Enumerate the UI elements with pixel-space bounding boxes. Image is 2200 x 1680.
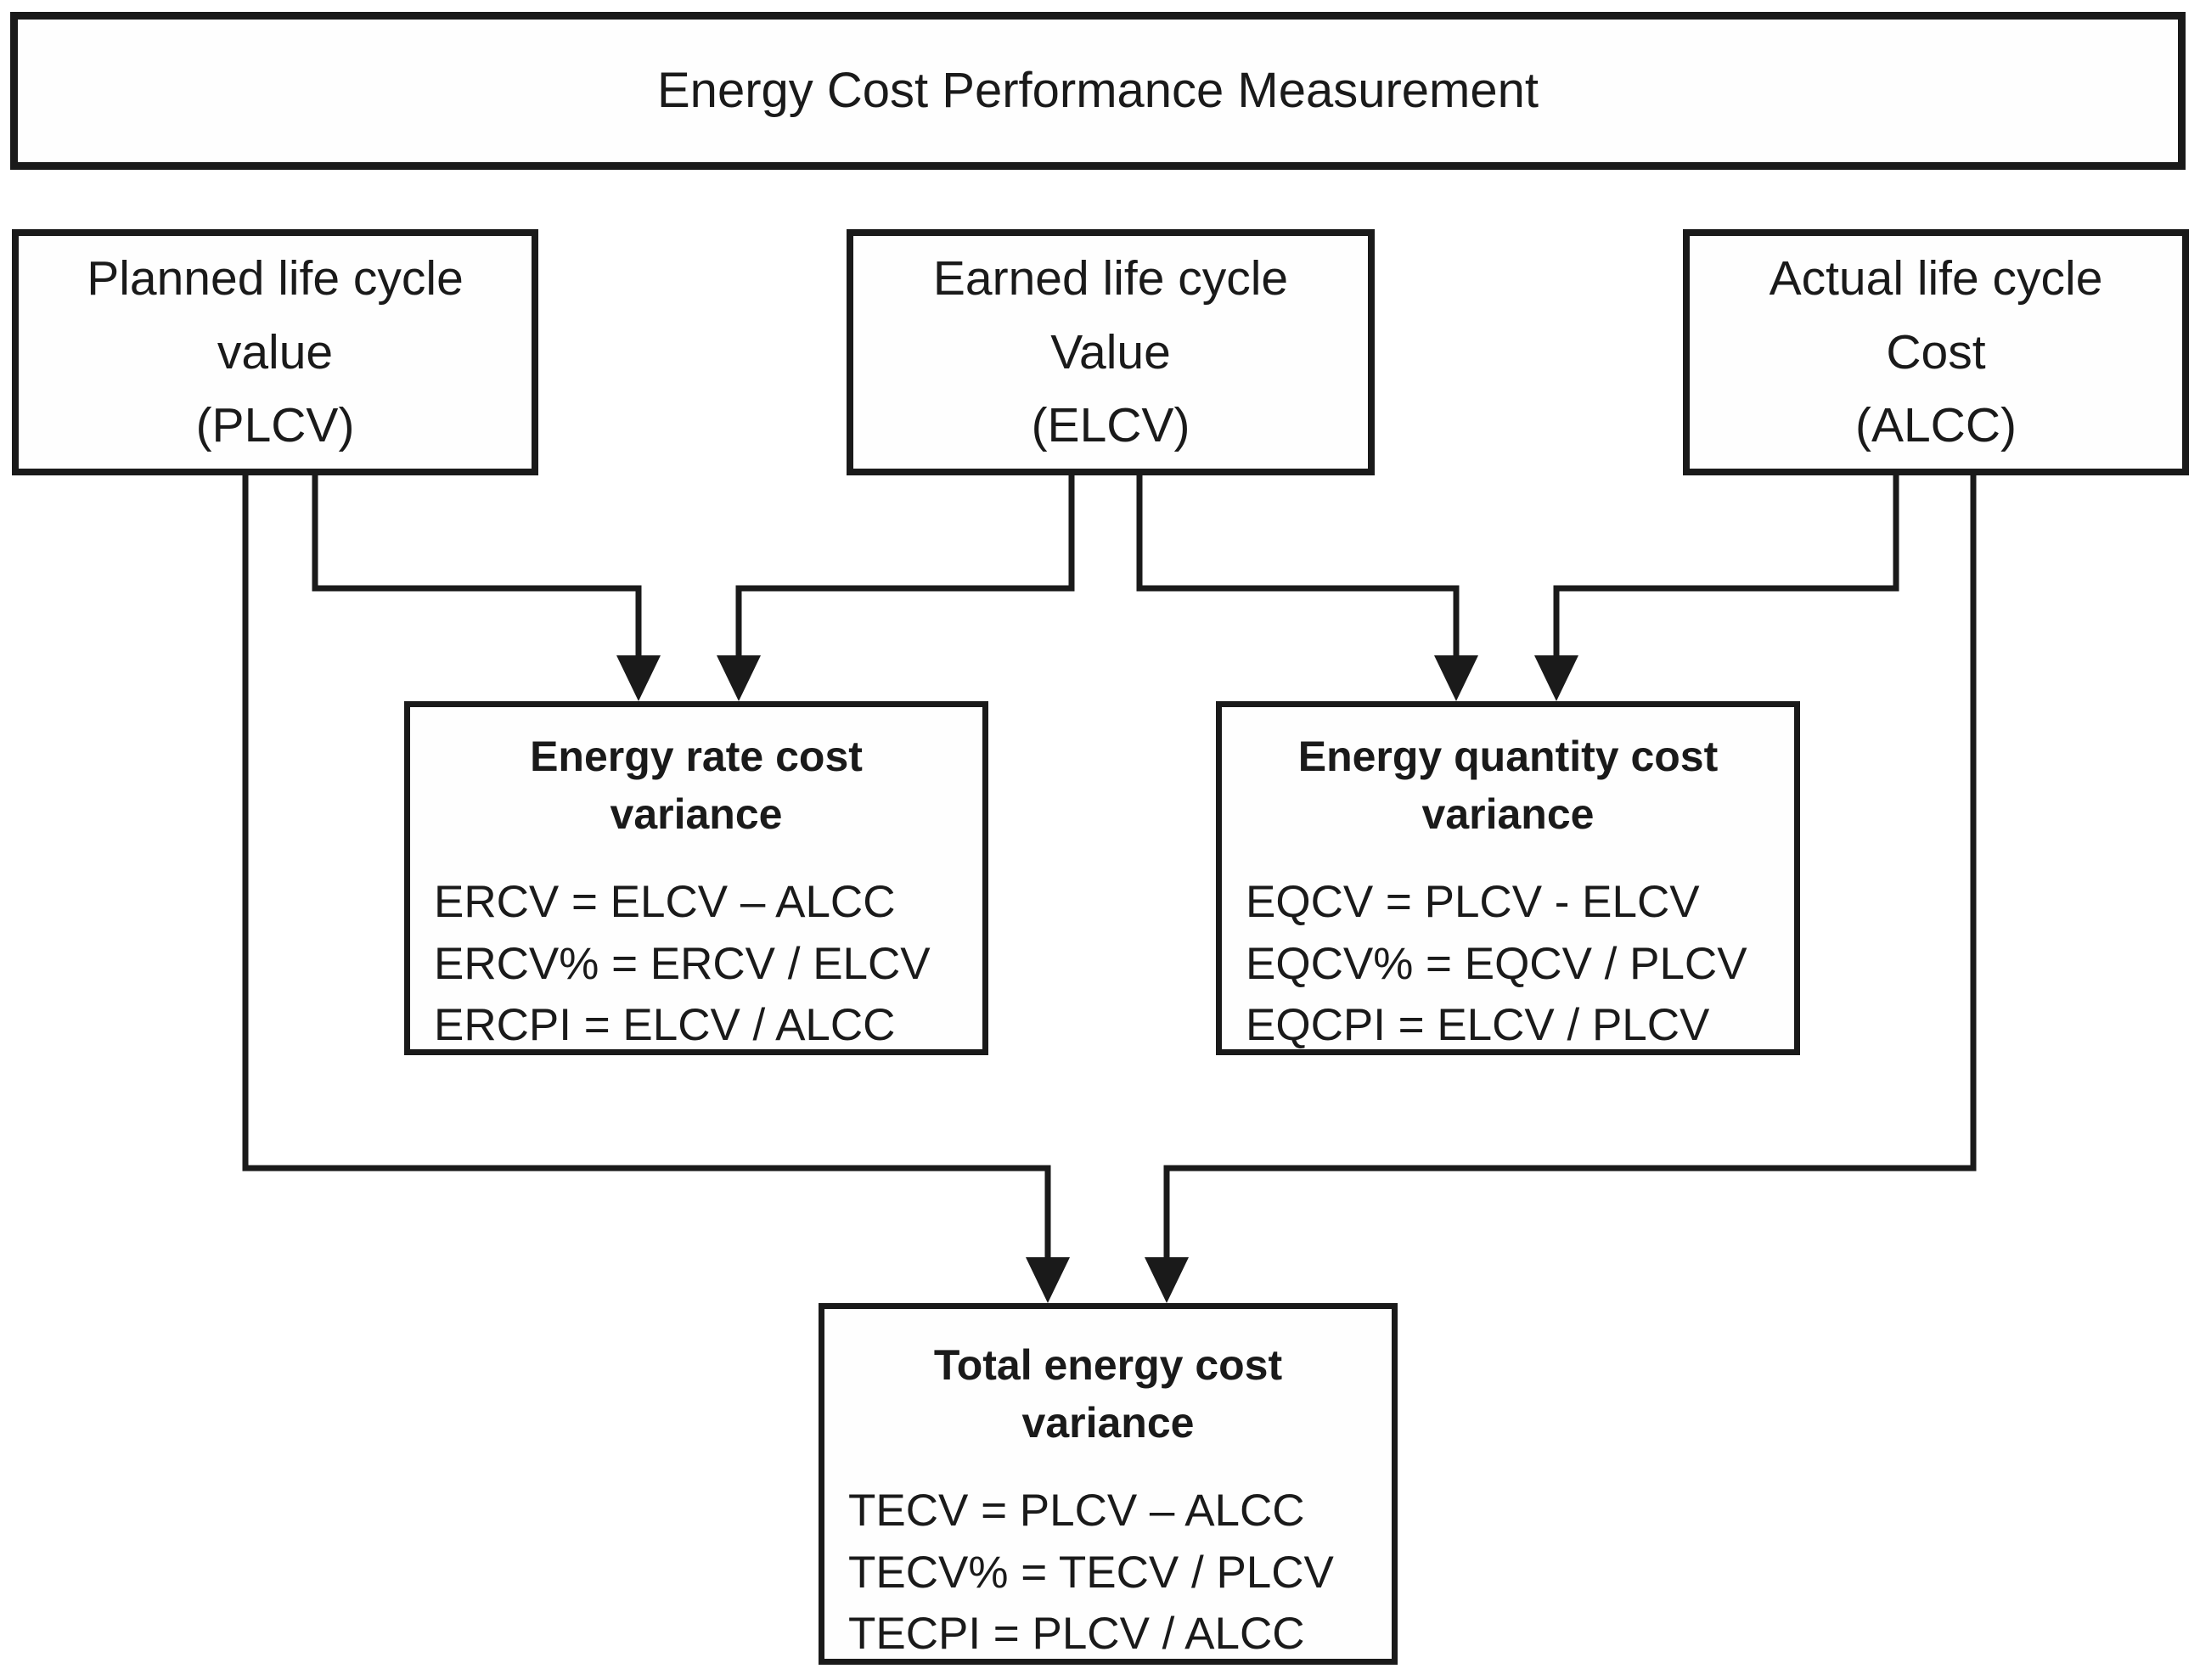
formula-line: EQCPI = ELCV / PLCV <box>1246 1000 1710 1051</box>
node-heading-line: variance <box>610 790 783 838</box>
arrowhead-plcv-to-total <box>1026 1257 1070 1303</box>
node-heading-line: Total energy cost <box>933 1341 1283 1389</box>
formula-list: TECV = PLCV – ALCC TECV% = TECV / PLCV T… <box>824 1481 1392 1666</box>
node-earned-life-cycle-value: Earned life cycle Value (ELCV) <box>847 229 1375 475</box>
diagram-title-box: Energy Cost Performance Measurement <box>10 12 2186 170</box>
node-total-energy-cost-variance: Total energy cost variance TECV = PLCV –… <box>819 1303 1398 1665</box>
node-heading: Total energy cost variance <box>824 1336 1392 1452</box>
node-label-line: value <box>217 324 334 379</box>
node-label-line: Planned life cycle <box>87 251 464 306</box>
connector-alcc-to-eqcv <box>1553 475 1899 669</box>
connector-plcv-to-total <box>242 475 1051 1271</box>
node-label-line: Value <box>1050 324 1171 379</box>
arrowhead-elcv-to-ercv <box>717 655 761 701</box>
arrowhead-alcc-to-total <box>1145 1257 1189 1303</box>
formula-line: TECV = PLCV – ALCC <box>848 1486 1305 1536</box>
node-heading-line: variance <box>1021 1399 1195 1447</box>
node-abbreviation: (ELCV) <box>1031 398 1190 453</box>
node-heading: Energy quantity cost variance <box>1222 728 1794 843</box>
formula-line: ERCPI = ELCV / ALCC <box>434 1000 896 1051</box>
node-planned-life-cycle-value: Planned life cycle value (PLCV) <box>12 229 538 475</box>
node-label-line: Cost <box>1886 324 1986 379</box>
connector-elcv-to-ercv <box>735 475 1075 669</box>
node-label-line: Actual life cycle <box>1769 251 2103 306</box>
formula-list: ERCV = ELCV – ALCC ERCV% = ERCV / ELCV E… <box>410 872 982 1057</box>
node-energy-rate-cost-variance: Energy rate cost variance ERCV = ELCV – … <box>404 701 988 1055</box>
node-heading: Energy rate cost variance <box>410 728 982 843</box>
node-actual-life-cycle-cost: Actual life cycle Cost (ALCC) <box>1683 229 2189 475</box>
node-abbreviation: (PLCV) <box>195 398 355 453</box>
formula-list: EQCV = PLCV - ELCV EQCV% = EQCV / PLCV E… <box>1222 872 1794 1057</box>
formula-line: TECPI = PLCV / ALCC <box>848 1609 1305 1660</box>
node-label-line: Earned life cycle <box>932 251 1289 306</box>
node-energy-quantity-cost-variance: Energy quantity cost variance EQCV = PLC… <box>1216 701 1800 1055</box>
connector-alcc-to-total <box>1163 475 1977 1271</box>
formula-line: TECV% = TECV / PLCV <box>848 1547 1334 1598</box>
arrowhead-alcc-to-eqcv <box>1534 655 1578 701</box>
node-heading-line: Energy quantity cost <box>1297 733 1719 780</box>
node-abbreviation: (ALCC) <box>1854 398 2017 453</box>
formula-line: EQCV% = EQCV / PLCV <box>1246 938 1747 989</box>
formula-line: EQCV = PLCV - ELCV <box>1246 877 1700 927</box>
diagram-title: Energy Cost Performance Measurement <box>657 63 1539 119</box>
arrowhead-elcv-to-eqcv <box>1434 655 1478 701</box>
connector-plcv-to-ercv <box>312 475 642 669</box>
node-heading-line: Energy rate cost <box>530 733 863 780</box>
formula-line: ERCV% = ERCV / ELCV <box>434 938 931 989</box>
node-heading-line: variance <box>1421 790 1595 838</box>
connector-elcv-to-eqcv <box>1136 475 1460 669</box>
formula-line: ERCV = ELCV – ALCC <box>434 877 896 927</box>
arrowhead-plcv-to-ercv <box>616 655 661 701</box>
